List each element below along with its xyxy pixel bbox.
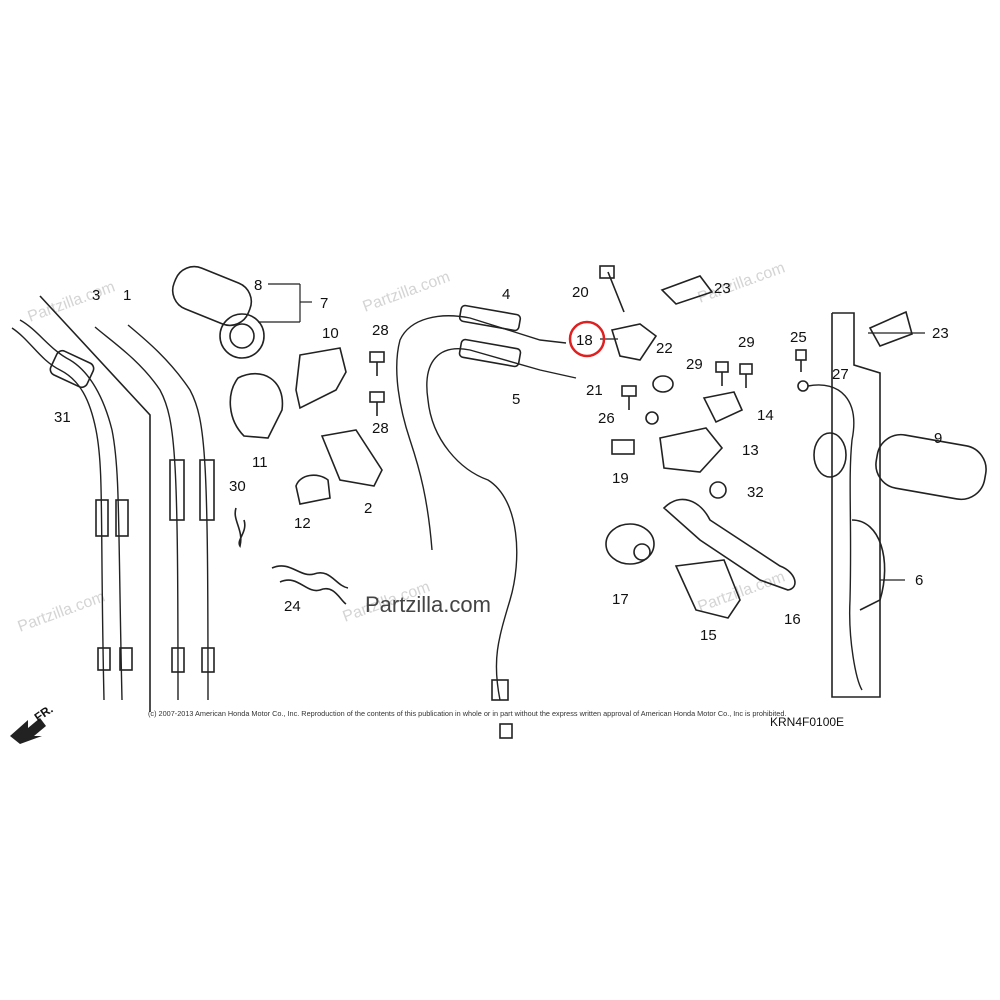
callout-15: 15 xyxy=(700,627,717,644)
clip-30 xyxy=(234,507,246,548)
callout-4: 4 xyxy=(502,286,510,303)
callout-25: 25 xyxy=(790,329,807,346)
callout-28a: 28 xyxy=(372,322,389,339)
callout-29b: 29 xyxy=(686,356,703,373)
frame-lines xyxy=(39,295,881,712)
callout-26: 26 xyxy=(598,410,615,427)
callout-24: 24 xyxy=(284,598,301,615)
callout-7: 7 xyxy=(320,295,328,312)
cable-5 xyxy=(426,338,577,739)
callout-18-highlighted[interactable]: 18 xyxy=(576,332,593,349)
watermark: Partzilla.com xyxy=(26,278,118,325)
callout-3: 3 xyxy=(92,287,100,304)
cable-3 xyxy=(94,326,185,701)
front-label: FR. xyxy=(32,702,56,725)
callout-32: 32 xyxy=(747,484,764,501)
callout-22: 22 xyxy=(656,340,673,357)
callout-12: 12 xyxy=(294,515,311,532)
watermark-layer: Partzilla.com Partzilla.com Partzilla.co… xyxy=(16,259,788,635)
throttle-housing xyxy=(229,347,383,505)
callout-13: 13 xyxy=(742,442,759,459)
callout-6: 6 xyxy=(915,572,923,589)
callout-21: 21 xyxy=(586,382,603,399)
callout-2: 2 xyxy=(364,500,372,517)
diagram-code: KRN4F0100E xyxy=(770,715,844,729)
copyright-notice: (c) 2007-2013 American Honda Motor Co., … xyxy=(148,709,786,718)
callout-10: 10 xyxy=(322,325,339,342)
callout-30: 30 xyxy=(229,478,246,495)
callout-20: 20 xyxy=(572,284,589,301)
highlight-ring xyxy=(568,320,606,358)
group-frame-6 xyxy=(831,312,881,698)
band-24 xyxy=(271,565,349,605)
watermark: Partzilla.com xyxy=(361,268,453,315)
callout-5: 5 xyxy=(512,391,520,408)
watermark: Partzilla.com xyxy=(696,259,788,306)
callout-19: 19 xyxy=(612,470,629,487)
right-grip-assembly xyxy=(660,275,987,691)
arrow-icon xyxy=(10,718,46,744)
leader-lines xyxy=(258,283,925,581)
throttle-grip-assembly xyxy=(171,265,265,359)
callout-8: 8 xyxy=(254,277,262,294)
cable-31 xyxy=(11,319,133,701)
watermark: Partzilla.com xyxy=(696,568,788,615)
bolt-28 xyxy=(369,351,385,416)
callout-31: 31 xyxy=(54,409,71,426)
callout-23b: 23 xyxy=(932,325,949,342)
callout-23a: 23 xyxy=(714,280,731,297)
cable-1 xyxy=(127,324,215,701)
watermark: Partzilla.com xyxy=(16,588,108,635)
callout-28b: 28 xyxy=(372,420,389,437)
lever-assembly xyxy=(599,265,796,619)
callout-16: 16 xyxy=(784,611,801,628)
callout-1: 1 xyxy=(123,287,131,304)
cable-4 xyxy=(396,304,567,551)
callout-29a: 29 xyxy=(738,334,755,351)
callout-17: 17 xyxy=(612,591,629,608)
callout-9: 9 xyxy=(934,430,942,447)
callout-11: 11 xyxy=(252,454,268,471)
watermark-center: Partzilla.com xyxy=(365,592,491,617)
callouts: 1 2 3 4 5 6 7 8 9 10 11 12 13 14 15 16 1… xyxy=(54,277,949,644)
callout-27: 27 xyxy=(832,366,849,383)
callout-14: 14 xyxy=(757,407,774,424)
front-direction-arrow: FR. xyxy=(10,702,56,744)
